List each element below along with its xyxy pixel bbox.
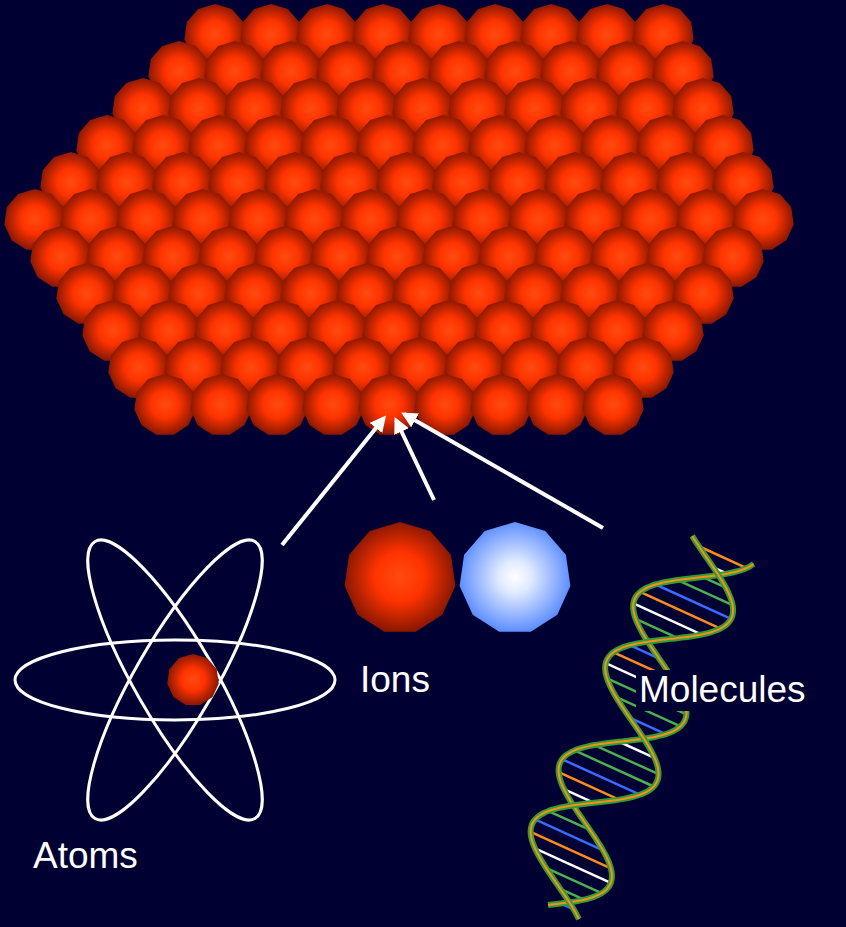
item-label: Molecules (636, 670, 809, 711)
particle (302, 374, 363, 435)
base-pair (640, 592, 720, 629)
dna-molecule (531, 536, 754, 919)
nucleus-particle (167, 654, 218, 705)
electron-orbit (60, 521, 289, 838)
dna-strand (548, 564, 754, 905)
item-label: Ions (357, 660, 433, 701)
base-pair (562, 759, 640, 794)
particle (134, 374, 195, 435)
particle (246, 374, 307, 435)
label-node: Ions (357, 660, 433, 701)
anion (460, 522, 571, 632)
particle (582, 374, 643, 435)
arrow (282, 418, 384, 545)
dna-backbone (548, 564, 754, 905)
arrow (404, 414, 603, 528)
particle (526, 374, 587, 435)
ion-pair (345, 522, 571, 632)
cation (345, 522, 456, 632)
particle-lattice (4, 4, 793, 435)
electron-orbit (60, 521, 289, 838)
base-pair (656, 584, 732, 618)
item-label: Atoms (30, 836, 141, 877)
arrow (396, 420, 434, 500)
arrows (282, 414, 603, 545)
label-node: Atoms (30, 836, 141, 877)
particle (358, 374, 419, 435)
base-pair (574, 750, 653, 786)
dna-backbone (531, 536, 733, 919)
nucleus (167, 654, 218, 705)
particle (470, 374, 531, 435)
electron-orbit (15, 640, 335, 720)
atom-symbol (15, 521, 335, 838)
particle (190, 374, 251, 435)
dna-strand (531, 536, 733, 919)
label-node: Molecules (636, 670, 809, 711)
